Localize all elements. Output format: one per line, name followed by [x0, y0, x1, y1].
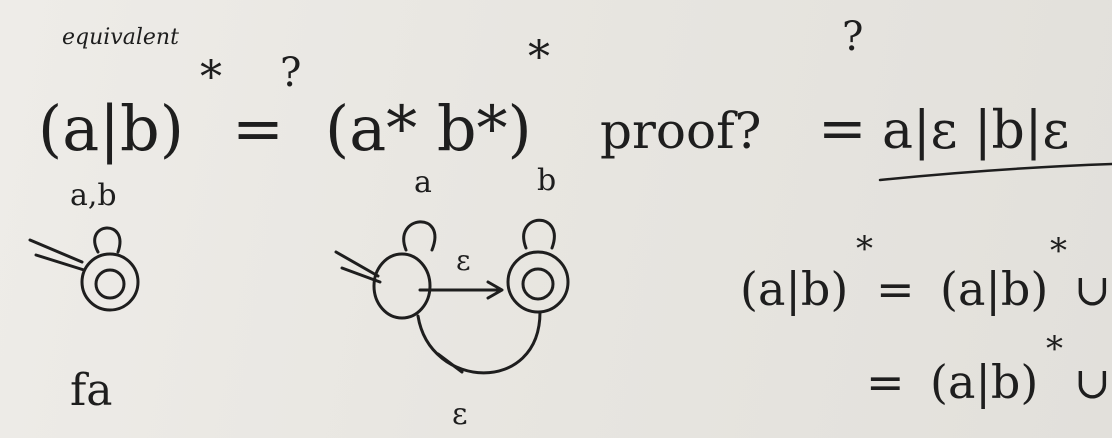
fa2-state2-self-loop	[522, 218, 556, 250]
fa2-epsilon-forward-label: ε	[456, 244, 471, 277]
derivation2-equals: =	[866, 355, 905, 409]
fa2-state2-accept-ring	[521, 267, 555, 301]
fa2-state1-circle	[372, 252, 432, 320]
second-equals-sign: =	[818, 94, 867, 162]
fa2-loop-a-label: a	[414, 165, 432, 200]
rhs-kleene-star: *	[528, 32, 550, 83]
alternation-expression: a|ε |b|ε	[882, 101, 1069, 161]
derivation2-rhs-star: *	[1046, 329, 1063, 369]
fa2-state1-self-loop	[402, 220, 437, 252]
lhs-kleene-star: *	[200, 52, 222, 103]
derivation1-rhs: (a|b)	[940, 262, 1048, 316]
fa1-accept-ring	[94, 268, 126, 300]
fa2-epsilon-back-arrow	[416, 310, 542, 375]
equality-question-mark: ?	[280, 50, 301, 96]
fa2-state2-outer-circle	[506, 250, 570, 314]
fa2-loop-b-label: b	[537, 163, 556, 198]
second-question-mark: ?	[842, 14, 863, 60]
derivation2-rhs: (a|b)	[930, 355, 1038, 409]
rhs-expression: (a* b*)	[325, 92, 532, 165]
lhs-expression: (a|b)	[38, 92, 184, 165]
note-equivalent: equivalent	[62, 25, 179, 50]
derivation2-union: ∪	[1074, 358, 1111, 409]
underline-stroke	[878, 162, 1112, 182]
derivation1-union: ∪	[1074, 265, 1111, 316]
fa1-start-arrow	[28, 238, 86, 272]
fa2-epsilon-back-label: ε	[452, 397, 468, 432]
derivation1-lhs-star: *	[856, 229, 873, 269]
fa1-loop-label: a,b	[70, 178, 117, 213]
derivation1-equals: =	[876, 262, 915, 316]
fa1-self-loop	[93, 226, 122, 254]
derivation1-lhs: (a|b)	[740, 262, 848, 316]
fa2-epsilon-forward-arrow	[418, 280, 504, 300]
derivation1-rhs-star: *	[1050, 231, 1067, 271]
fa1-outer-circle	[80, 252, 140, 312]
equals-sign: =	[232, 92, 284, 165]
fa1-caption: fa	[70, 365, 113, 416]
proof-question: proof?	[600, 102, 761, 160]
